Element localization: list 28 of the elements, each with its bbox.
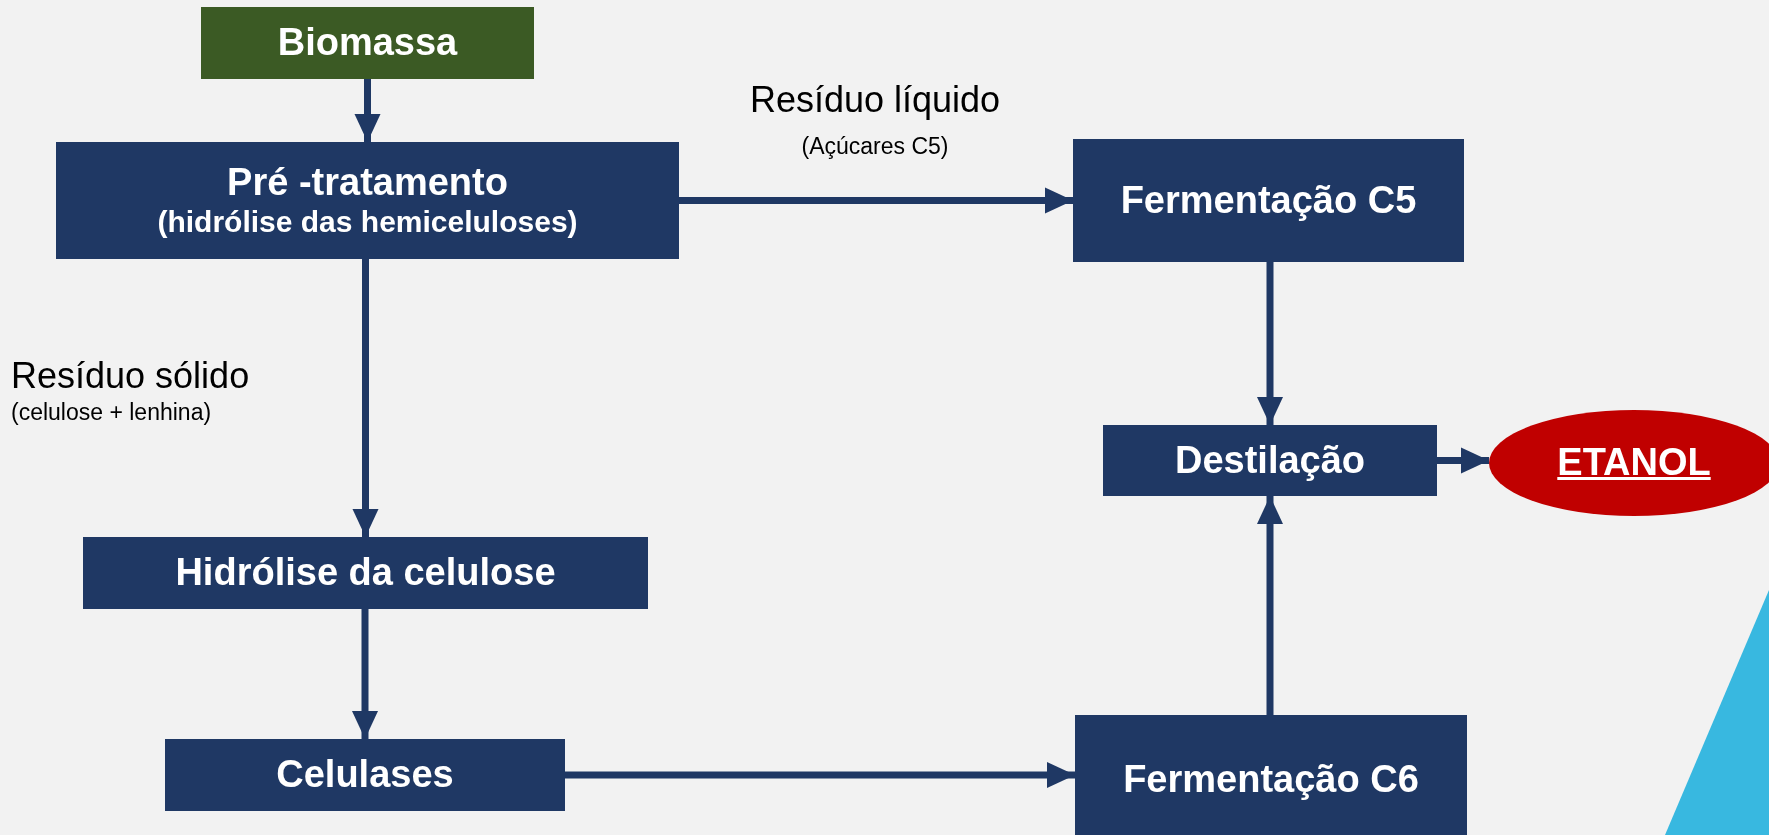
step-text: Hidrólise da celulose [175,551,556,595]
process-box [56,142,679,259]
step-text: (hidrólise das hemiceluloses) [157,205,578,240]
step-text: Pré -tratamento [227,161,508,206]
arrow [1257,496,1283,715]
process-box [201,7,534,79]
arrow [354,79,381,142]
arrow [352,609,378,739]
arrow [1257,262,1283,425]
step-text: Fermentação C6 [1123,758,1419,802]
step-text: Destilação [1174,438,1366,483]
step-text: Biomassa [277,21,458,65]
process-box [1075,715,1467,835]
process-box [83,537,648,609]
process-box [1073,139,1464,262]
note-text: (celulose + lenhina) [11,398,213,426]
step-text: ETANOL [1557,441,1711,485]
note-text: (Açúcares C5) [800,132,950,160]
step-text: Fermentação C5 [1120,178,1417,223]
arrow [679,187,1073,214]
arrow [565,762,1075,788]
process-box [1103,425,1437,496]
arrow [352,259,379,537]
step-text: Celulases [276,753,454,797]
edge-label: Resíduo sólido [11,356,251,396]
arrow [1437,447,1489,474]
edge-label: Resíduo líquido [748,80,1002,120]
process-box [165,739,565,811]
